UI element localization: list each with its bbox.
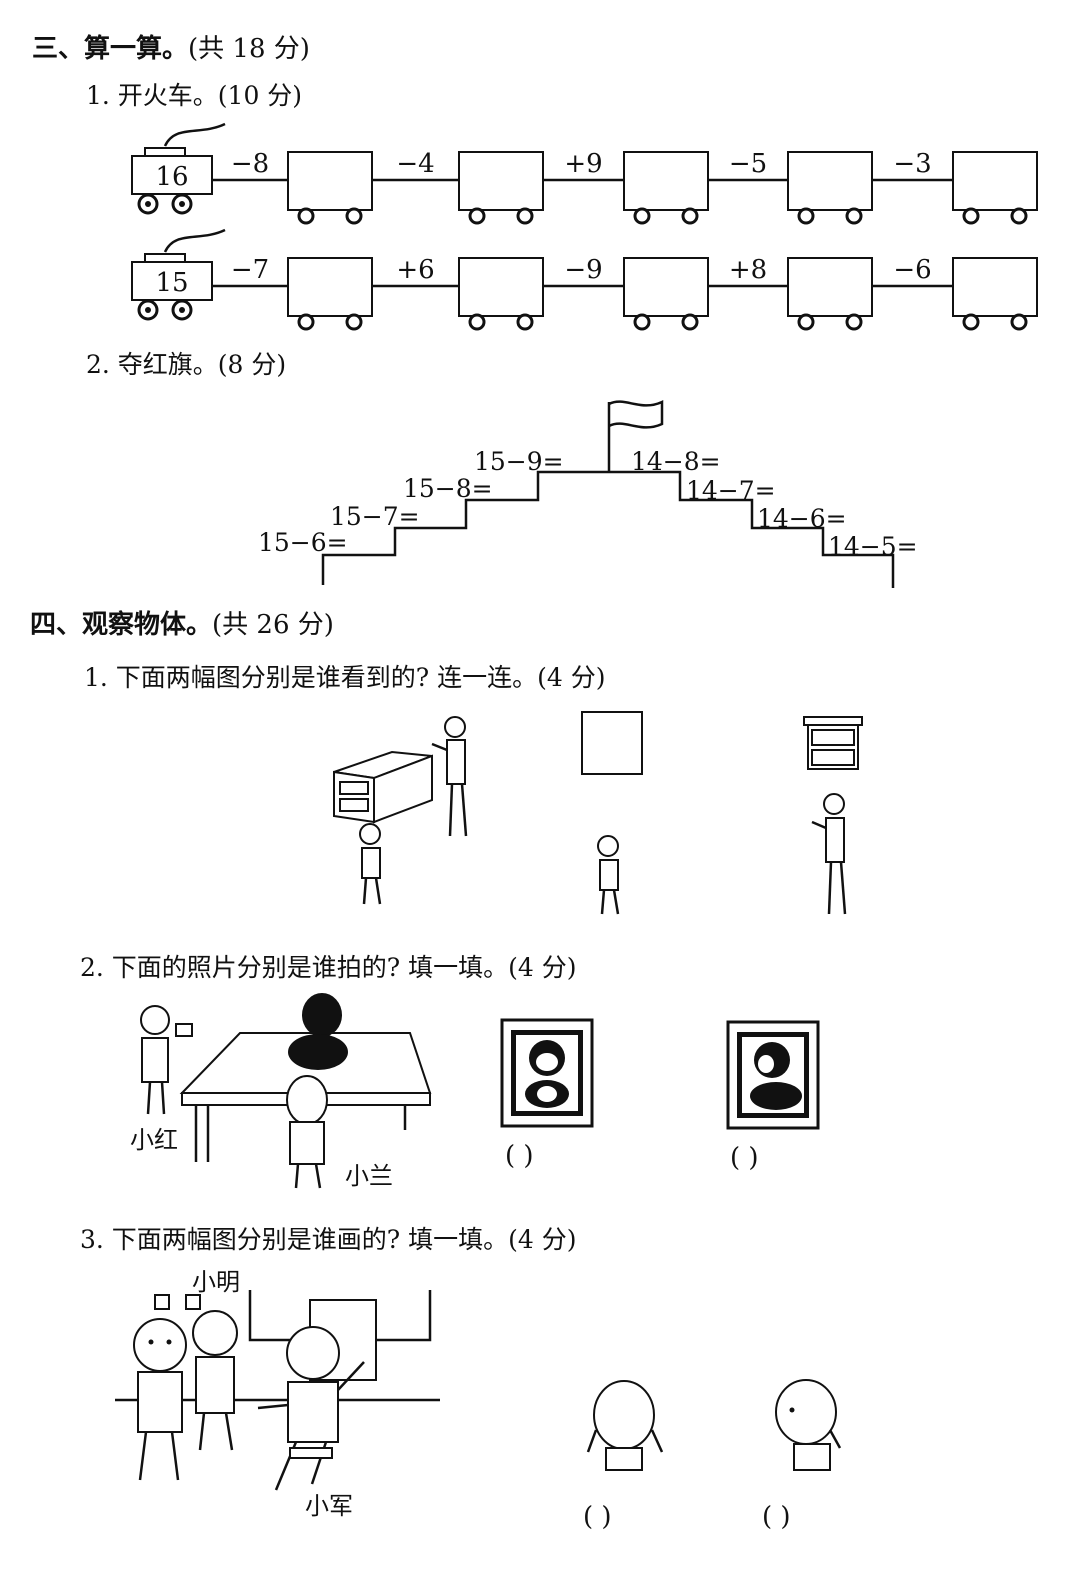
desk-front-view	[803, 716, 863, 770]
stair-eq-right-4: 14−5=	[828, 532, 918, 561]
train-car-2-1[interactable]: −7	[212, 255, 373, 331]
train-op-1-1: −8	[231, 149, 269, 179]
section3-q2-label: 2. 夺红旗。(8 分)	[86, 350, 287, 379]
stair-eq-left-3: 15−8=	[403, 474, 493, 503]
desk-illustration	[333, 750, 433, 824]
train-car-2-4[interactable]: +8	[708, 255, 873, 331]
engine-2: 15	[131, 228, 226, 321]
name-xiaohong: 小红	[130, 1126, 178, 1154]
stair-eq-left-2: 15−7=	[330, 502, 420, 531]
name-xiaolan: 小兰	[345, 1162, 393, 1190]
section4-title: 四、观察物体。(共 26 分)	[30, 610, 334, 640]
photo-front-monkey	[500, 1018, 594, 1128]
girl-back-view	[586, 1380, 664, 1471]
train-car-1-1[interactable]: −8	[212, 149, 373, 225]
engine-start-number: 16	[155, 162, 188, 192]
monkey-toy	[288, 993, 348, 1070]
answer-blank-drawing-2[interactable]: ( )	[762, 1502, 791, 1532]
answer-blank-drawing-1[interactable]: ( )	[583, 1502, 612, 1532]
answer-blank-photo-1[interactable]: ( )	[505, 1141, 534, 1171]
boy-figure-2	[597, 835, 620, 915]
name-xiaoming: 小明	[192, 1268, 240, 1296]
section4-q2-label: 2. 下面的照片分别是谁拍的? 填一填。(4 分)	[80, 953, 577, 982]
train-op-2-2: +6	[396, 255, 434, 285]
xiaoming-figure	[192, 1310, 238, 1451]
train-op-2-5: −6	[893, 255, 931, 285]
xiaojun-figure	[257, 1326, 365, 1491]
train-op-2-1: −7	[231, 255, 269, 285]
boy-figure	[359, 823, 382, 905]
train-op-1-4: −5	[729, 149, 767, 179]
train-op-2-3: −9	[564, 255, 602, 285]
girl-side-view	[775, 1379, 842, 1471]
train-car-1-2[interactable]: −4	[372, 149, 544, 225]
flag-icon	[608, 400, 664, 429]
train-2: 15 −7 +6 −9 +8 −6	[131, 228, 1038, 331]
stair-eq-right-2: 14−7=	[686, 476, 776, 505]
train-car-1-4[interactable]: −5	[708, 149, 873, 225]
train-1: 16 −8 −4 +9 −5 −3	[131, 122, 1038, 225]
name-xiaojun: 小军	[305, 1492, 353, 1520]
girl-figure	[431, 716, 468, 837]
section3-q1-label: 1. 开火车。(10 分)	[86, 81, 303, 110]
section4-q1-label: 1. 下面两幅图分别是谁看到的? 连一连。(4 分)	[84, 663, 606, 692]
train-op-1-5: −3	[893, 149, 931, 179]
train-op-1-2: −4	[396, 149, 434, 179]
stair-eq-right-1: 14−8=	[631, 447, 721, 476]
train-car-2-2[interactable]: +6	[372, 255, 544, 331]
section3-title: 三、算一算。(共 18 分)	[32, 34, 310, 64]
xiaohong-figure	[140, 1005, 193, 1115]
train-car-2-5[interactable]: −6	[872, 255, 1038, 331]
engine-1: 16	[131, 122, 226, 215]
stair-eq-left-1: 15−6=	[258, 528, 348, 557]
section4-q3-label: 3. 下面两幅图分别是谁画的? 填一填。(4 分)	[80, 1225, 577, 1254]
train-car-1-3[interactable]: +9	[543, 149, 709, 225]
stair-eq-right-3: 14−6=	[757, 504, 847, 533]
square-view	[581, 711, 643, 775]
girl-figure-2	[811, 793, 847, 915]
train-op-2-4: +8	[729, 255, 767, 285]
camera-icon	[175, 1023, 193, 1037]
xiaolan-figure	[286, 1075, 328, 1189]
train-car-1-5[interactable]: −3	[872, 149, 1038, 225]
answer-blank-photo-2[interactable]: ( )	[730, 1143, 759, 1173]
stair-eq-left-4: 15−9=	[474, 447, 564, 476]
photo-side-monkey	[726, 1020, 820, 1130]
engine-start-number: 15	[155, 268, 188, 298]
girl-drawing-figure	[133, 1318, 187, 1481]
train-op-1-3: +9	[564, 149, 602, 179]
